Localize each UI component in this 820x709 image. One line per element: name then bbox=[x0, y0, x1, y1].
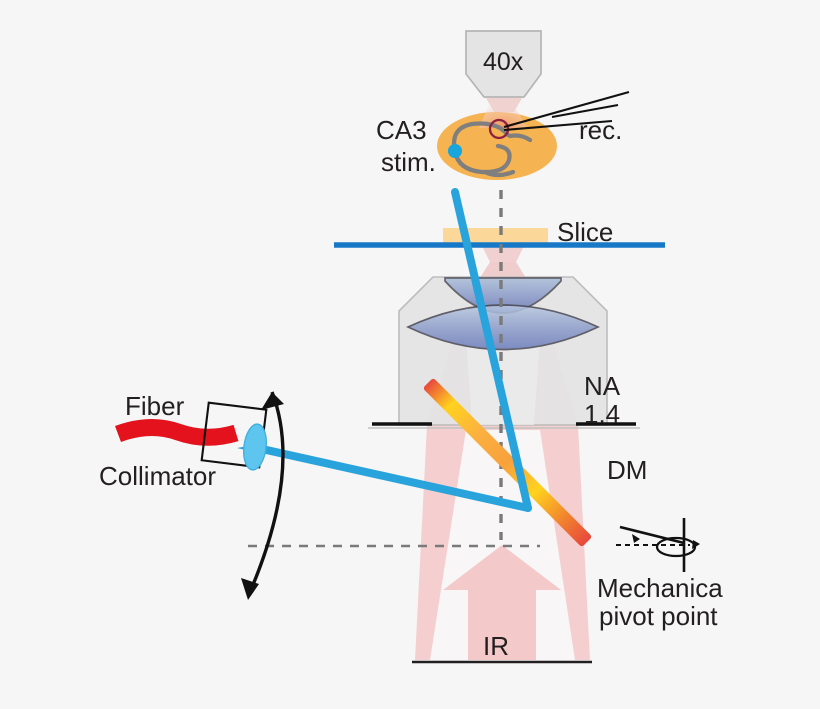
fiber-collimator-group bbox=[115, 401, 268, 471]
dichroic-mirror-group bbox=[423, 378, 592, 547]
rec-pipette-upper-edge bbox=[503, 90, 630, 129]
na-value-label: 1.4 bbox=[584, 399, 621, 429]
pivot-point-icon bbox=[616, 518, 700, 572]
objective-magnification-label: 40x bbox=[483, 48, 524, 76]
pivot-arc-group bbox=[241, 391, 285, 600]
na-label: NA bbox=[584, 371, 621, 401]
ir-label: IR bbox=[483, 631, 509, 661]
dm-label: DM bbox=[607, 455, 648, 485]
stim-label: stim. bbox=[381, 147, 436, 177]
blue-beam-reflected bbox=[451, 188, 532, 512]
pivot-arc-arrowhead-bottom bbox=[241, 578, 259, 600]
pivot-angle-arrow bbox=[632, 534, 640, 543]
hippocampus-ca1-curve bbox=[507, 133, 533, 143]
ca3-label: CA3 bbox=[376, 115, 427, 145]
pivot-arc bbox=[248, 391, 285, 593]
collimator-lens bbox=[243, 423, 267, 471]
slice-label: Slice bbox=[557, 217, 614, 247]
blue-beam-incident bbox=[249, 443, 532, 512]
pivot-arc-arrowhead-top bbox=[261, 392, 284, 410]
rec-pipette-lower-edge bbox=[503, 119, 613, 132]
slice-block bbox=[443, 228, 548, 243]
mechanical-label: Mechanica bbox=[597, 573, 723, 603]
fiber-label: Fiber bbox=[125, 391, 185, 421]
pivot-tilted-line bbox=[619, 525, 685, 545]
hippocampus-inner-curve bbox=[452, 143, 512, 175]
collimator-label: Collimator bbox=[99, 461, 217, 491]
ir-arrow bbox=[443, 545, 561, 660]
hippocampus-outer-curve bbox=[452, 121, 511, 154]
rec-label: rec. bbox=[579, 115, 623, 145]
optical-fiber bbox=[115, 419, 239, 446]
stim-dot bbox=[448, 144, 462, 158]
dichroic-mirror bbox=[423, 378, 592, 547]
pivot-rotation-arrowhead bbox=[692, 540, 700, 549]
objective-40x-body bbox=[465, 30, 542, 98]
objective-40x-group bbox=[465, 30, 542, 112]
rec-pipette-group bbox=[503, 90, 630, 132]
rec-pipette-mid-edge bbox=[551, 103, 619, 119]
pivot-point-label: pivot point bbox=[599, 601, 718, 631]
objective-lens-lower bbox=[405, 304, 601, 351]
hippocampus-dentate-curve bbox=[482, 169, 516, 178]
objective-40x-tip bbox=[486, 98, 522, 112]
